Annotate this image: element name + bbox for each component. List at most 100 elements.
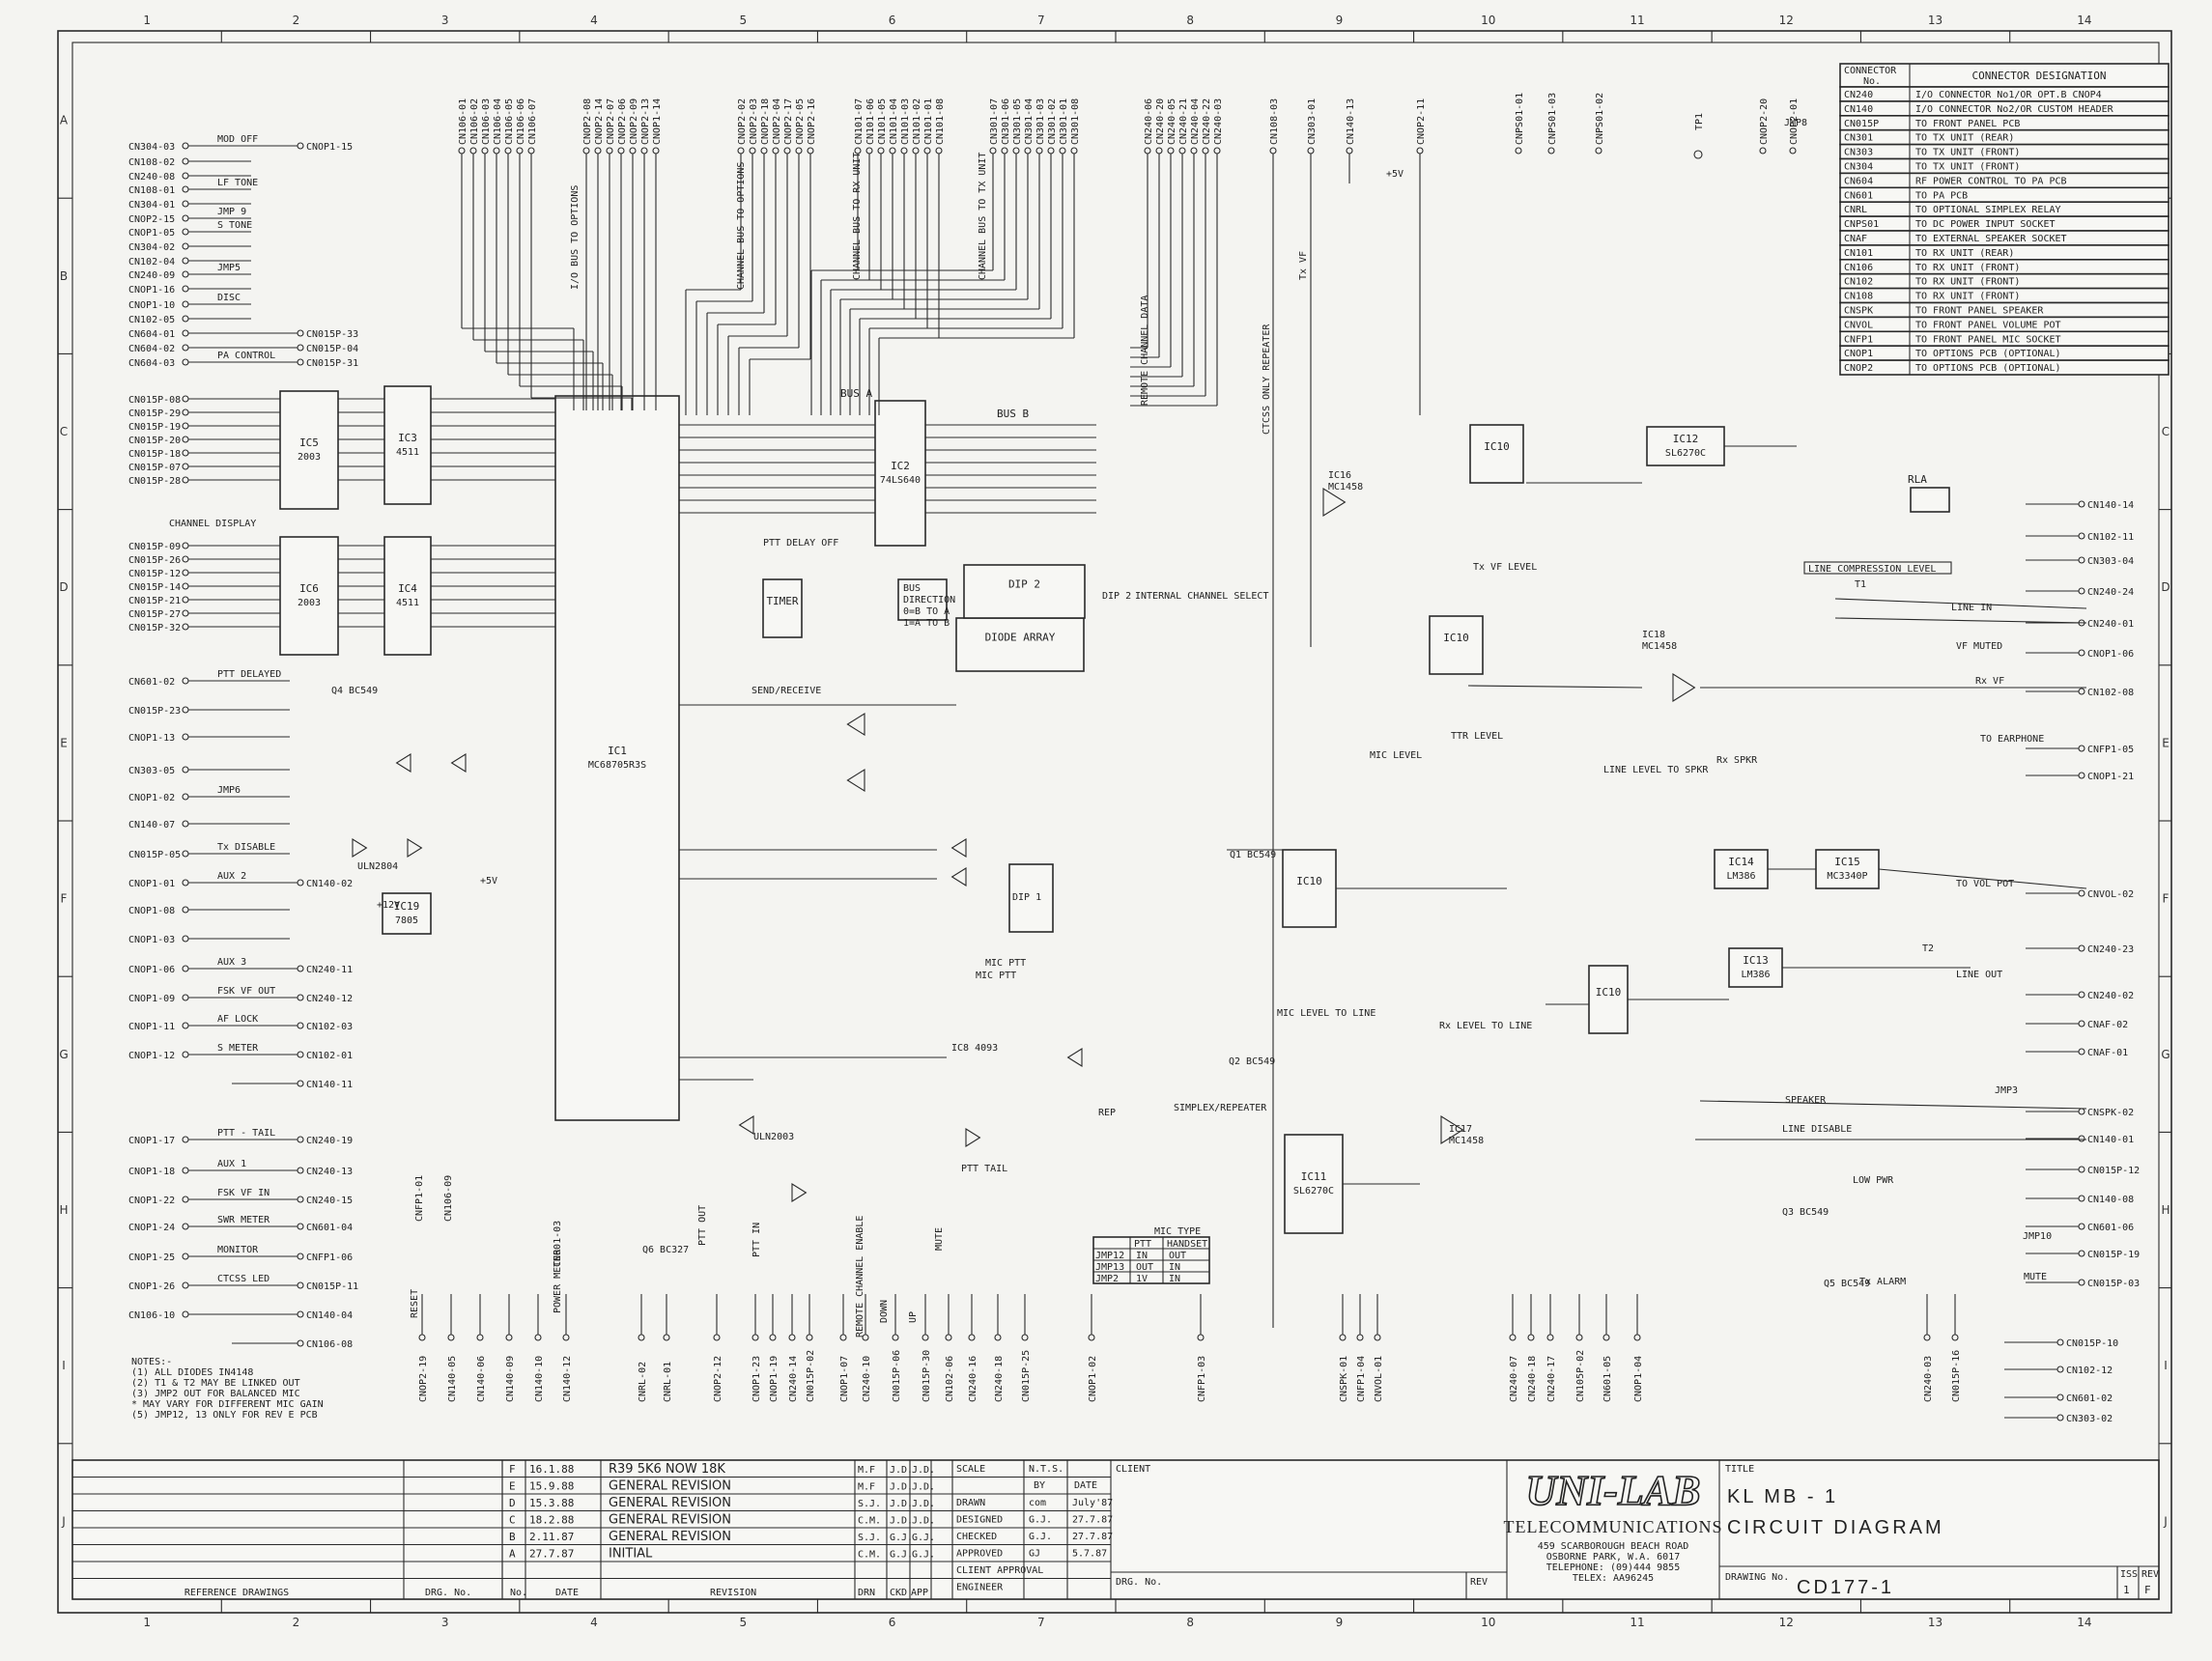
transistor-label: Q2 BC549: [1229, 1056, 1275, 1067]
connector-terminal: [1416, 147, 1424, 155]
connector-terminal: [516, 147, 524, 155]
ic19-regulator: [382, 892, 432, 935]
connector-terminal: [945, 1334, 952, 1341]
connector-terminal: [469, 147, 477, 155]
legend-conn: CNAF: [1844, 234, 1867, 244]
revision-drn: M.F: [858, 1482, 875, 1493]
left-connector-label: CNOP1-05: [128, 228, 175, 239]
connector-terminal: [1759, 147, 1767, 155]
top-connector-label: CN240-20: [1155, 99, 1166, 145]
bottom-connector-label: CNVOL-01: [1374, 1356, 1384, 1402]
left-lower-connector: CNOP1-03: [128, 935, 175, 945]
bottom-connector-label: CN105P-02: [1575, 1350, 1586, 1402]
legend-desc: TO RX UNIT (REAR): [1915, 248, 2014, 259]
connector-terminal: [182, 820, 189, 828]
vertical-label: CN106-09: [443, 1175, 454, 1222]
grid-col-label: 1: [143, 14, 151, 27]
left-lower-right: CN240-12: [306, 994, 353, 1004]
top-connector-label: CN301-06: [1001, 99, 1011, 145]
wire: [1467, 685, 1643, 689]
connector-terminal: [458, 147, 466, 155]
bus-label: Tx VF: [1298, 251, 1309, 280]
connector-terminal: [968, 1334, 976, 1341]
ic5-input-label: CN015P-29: [128, 408, 181, 419]
gate-buffer: [1672, 673, 1696, 702]
connector-terminal: [594, 147, 602, 155]
revision-date: 18.2.88: [529, 1514, 574, 1527]
right-signal-label: Rx VF: [1975, 676, 2004, 687]
ic2-bus-transceiver-part: 74LS640: [880, 475, 921, 486]
grid-row-label: F: [2163, 892, 2169, 906]
ic14-amp-ref: IC14: [1728, 856, 1754, 868]
right-connector-label: CN015P-19: [2087, 1250, 2140, 1260]
left-connector-right: CNOP1-15: [306, 142, 353, 153]
bus-dir-text: 0=B TO A: [903, 606, 950, 617]
vertical-label: REMOTE CHANNEL ENABLE: [855, 1216, 865, 1337]
top-connector-label: CN140-13: [1346, 99, 1356, 145]
connector-terminal: [1024, 147, 1032, 155]
note-line: (5) JMP12, 13 ONLY FOR REV E PCB: [131, 1410, 318, 1421]
ic6-driver: [279, 536, 339, 656]
top-connector-label: CNOP2-09: [629, 99, 639, 145]
connector-terminal: [297, 1051, 304, 1058]
ptt-tail-label: PTT TAIL: [961, 1164, 1007, 1174]
legend-conn: CNVOL: [1844, 320, 1873, 330]
connector-terminal: [182, 1281, 189, 1289]
legend-conn: CNOP1: [1844, 349, 1873, 359]
connector-terminal: [663, 1334, 670, 1341]
client-label: CLIENT: [1116, 1464, 1150, 1475]
grid-row-label: C: [60, 425, 68, 438]
right-signal-label: TO VOL POT: [1956, 879, 2014, 889]
top-connector-label: CN106-06: [516, 99, 526, 145]
legend-desc: TO TX UNIT (FRONT): [1915, 148, 2020, 158]
mic-table-cell: JMP2: [1095, 1274, 1119, 1284]
connector-terminal: [182, 476, 189, 484]
left-connector-label: CN240-08: [128, 172, 175, 183]
bottom-connector-label: CN015P-25: [1021, 1350, 1032, 1402]
ic5-input-label: CN015P-19: [128, 422, 181, 433]
rev-value: F: [2144, 1584, 2151, 1596]
left-lower-connector: CNOP1-24: [128, 1223, 175, 1233]
top-connector-label: CN240-06: [1144, 99, 1154, 145]
top-connector-label: CN106-05: [504, 99, 515, 145]
connector-terminal: [865, 147, 873, 155]
right-signal-label: TO EARPHONE: [1980, 734, 2044, 745]
left-lower-signal: AUX 2: [217, 871, 246, 882]
connector-terminal: [182, 555, 189, 563]
top-connector-label: CN101-05: [877, 99, 888, 145]
testpoint-label: TP1: [1694, 113, 1705, 130]
mic-table-cell: IN: [1169, 1262, 1180, 1273]
ic10-switch-d: [1588, 965, 1629, 1034]
vertical-label: DOWN: [879, 1300, 890, 1323]
grid-col-label: 2: [293, 14, 300, 27]
ic2-bus-transceiver-ref: IC2: [891, 460, 910, 472]
right-connector-label: CN303-02: [2066, 1414, 2113, 1424]
dip1-switch: [1008, 863, 1054, 933]
connector-terminal: [182, 1022, 189, 1029]
right-signal-label: JMP3: [1995, 1085, 2018, 1096]
ic10-switch-c-ref: IC10: [1296, 875, 1322, 887]
connector-terminal: [182, 172, 189, 180]
bottom-connector-label: CN240-17: [1546, 1356, 1557, 1402]
connector-terminal: [297, 1339, 304, 1347]
right-signal-label: LOW PWR: [1853, 1175, 1894, 1186]
right-signal-label: VF MUTED: [1956, 641, 2002, 652]
connector-terminal: [760, 147, 768, 155]
left-connector-label: CN108-02: [128, 157, 175, 168]
left-lower-connector: CNOP1-11: [128, 1022, 175, 1032]
ic12-compressor: [1646, 426, 1725, 466]
bottom-connector-label: CN240-18: [994, 1356, 1005, 1402]
left-connector-label: CN108-01: [128, 185, 175, 196]
top-connector-label: CNOP2-06: [617, 99, 628, 145]
connector-terminal: [1059, 147, 1066, 155]
connector-terminal: [795, 147, 803, 155]
grid-row-label: J: [61, 1514, 66, 1528]
revision-drn: M.F: [858, 1465, 875, 1476]
mic-table-cell: JMP12: [1095, 1251, 1124, 1261]
connector-terminal: [1509, 1334, 1517, 1341]
legend-conn: CN303: [1844, 148, 1873, 158]
top-connector-label: CNOP2-05: [795, 99, 806, 145]
company-logo: UNI-LAB: [1526, 1467, 1701, 1514]
